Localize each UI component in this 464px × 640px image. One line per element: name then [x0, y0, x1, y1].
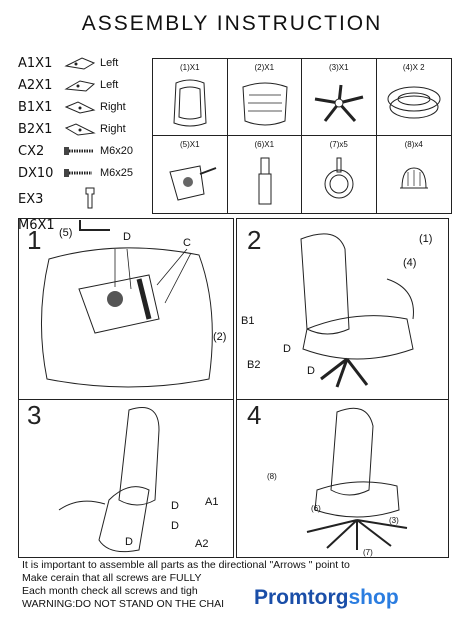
callout-label: D — [283, 343, 291, 355]
step-1-panel: 1 (5) D C (2) — [18, 218, 234, 400]
step-3-panel: 3 A1 A2 D D D — [18, 400, 234, 558]
part-e: EX3 — [18, 186, 143, 216]
caster-icon — [324, 157, 354, 199]
grid-cell-1: (1)X1 — [153, 59, 228, 136]
part-b2: B2X1 Right — [18, 120, 143, 142]
cell-label: (6)X1 — [254, 140, 275, 149]
grid-cell-8: (8)x4 — [377, 136, 452, 213]
callout-label: B1 — [241, 315, 255, 327]
callout-label: (6) — [311, 504, 321, 513]
cell-label: (5)X1 — [179, 140, 200, 149]
cell-label: (8)x4 — [404, 140, 423, 149]
cell-label: (1)X1 — [179, 63, 200, 72]
callout-label: (4) — [403, 257, 417, 269]
warning-text: It is important to assemble all parts as… — [0, 559, 464, 611]
grid-cell-4: (4)X 2 — [376, 59, 451, 136]
part-desc: Left — [100, 57, 119, 69]
part-m6: M6X1 — [18, 216, 143, 238]
callout-label: B2 — [247, 359, 261, 371]
screw-icon — [64, 169, 92, 177]
part-b1: B1X1 Right — [18, 98, 143, 120]
part-d: DX10 M6x25 — [18, 164, 143, 186]
part-code: B2X1 — [18, 122, 53, 137]
cell-label: (4)X 2 — [402, 63, 425, 72]
callout-label: D — [123, 231, 131, 243]
step-3-drawing — [58, 407, 160, 553]
parts-list: A1X1 Left A2X1 Left B1X1 Right B2X1 Righ… — [18, 54, 143, 238]
part-code: M6X1 — [18, 218, 55, 233]
part-code: DX10 — [18, 166, 54, 181]
cap-icon — [399, 167, 428, 189]
step-number: 1 — [27, 225, 42, 255]
grid-cell-3: (3)X1 — [302, 59, 377, 136]
page-title: ASSEMBLY INSTRUCTION — [81, 12, 383, 35]
part-desc: M6x25 — [100, 167, 134, 179]
part-code: B1X1 — [18, 100, 53, 115]
callout-label: A1 — [205, 496, 219, 508]
base-star-icon — [314, 84, 364, 122]
right-bracket-icon — [64, 123, 96, 136]
cell-label: (3)X1 — [328, 63, 349, 72]
step-4-drawing — [306, 407, 408, 550]
part-desc: Right — [100, 123, 126, 135]
callout-label: (5) — [59, 227, 73, 239]
cell-label: (7)x5 — [329, 140, 348, 149]
seat-cushion-icon — [173, 79, 207, 127]
callout-label: (1) — [419, 233, 433, 245]
callout-label: D — [125, 536, 133, 548]
spacer-icon — [85, 187, 95, 209]
brand-part-1: Promtorg — [254, 586, 349, 609]
backrest-icon — [241, 82, 288, 126]
part-code: CX2 — [18, 144, 45, 159]
armrest-icon — [387, 86, 440, 119]
step-2-panel: 2 (1) (4) B1 B2 D D — [236, 218, 449, 400]
footer-line: Each month check all screws and tigh — [22, 585, 198, 597]
step-number: 2 — [247, 225, 262, 255]
part-code: A2X1 — [18, 78, 53, 93]
step-4-panel: 4 (8) (6) (3) (7) — [236, 400, 449, 558]
footer-line: WARNING:DO NOT STAND ON THE CHAI — [22, 598, 225, 610]
cell-label: (2)X1 — [254, 63, 275, 72]
callout-label: (2) — [213, 331, 227, 343]
part-desc: Left — [100, 79, 119, 91]
mechanism-icon — [169, 165, 217, 201]
callout-label: (7) — [363, 548, 373, 557]
part-a1: A1X1 Left — [18, 54, 143, 76]
callout-label: A2 — [195, 538, 209, 550]
left-bracket-icon — [64, 80, 96, 92]
grid-cell-7: (7)x5 — [302, 136, 377, 213]
callout-label: D — [171, 520, 179, 532]
right-bracket-icon — [64, 101, 96, 114]
left-bracket-icon — [64, 57, 96, 70]
footer-line: Make cerain that all screws are FULLY — [22, 572, 202, 584]
grid-cell-5: (5)X1 — [153, 136, 228, 213]
part-a2: A2X1 Left — [18, 76, 143, 98]
callout-label: C — [183, 237, 191, 249]
part-code: EX3 — [18, 192, 44, 207]
brand-logo: Promtorgshop — [254, 586, 399, 610]
brand-part-2: shop — [348, 586, 399, 609]
allen-key-icon — [79, 220, 110, 231]
screw-icon — [64, 147, 94, 155]
part-code: A1X1 — [18, 56, 53, 71]
grid-cell-2: (2)X1 — [227, 59, 302, 136]
callout-label: (8) — [267, 472, 277, 481]
parts-grid: (1)X1 (2)X1 (3)X1 (4)X 2 (5)X1 (6)X1 (7)… — [152, 58, 452, 214]
grid-cell-6: (6)X1 — [228, 136, 302, 213]
step-2-drawing — [300, 233, 414, 388]
step-number: 4 — [247, 400, 262, 430]
callout-label: D — [171, 500, 179, 512]
gas-lift-icon — [258, 157, 271, 205]
part-desc: M6x20 — [100, 145, 134, 157]
callout-label: (3) — [389, 516, 399, 525]
step-1-drawing — [41, 247, 213, 388]
part-c: CX2 M6x20 — [18, 142, 143, 164]
step-number: 3 — [27, 400, 42, 430]
part-desc: Right — [100, 101, 126, 113]
callout-label: D — [307, 365, 315, 377]
footer-line: It is important to assemble all parts as… — [22, 559, 350, 571]
